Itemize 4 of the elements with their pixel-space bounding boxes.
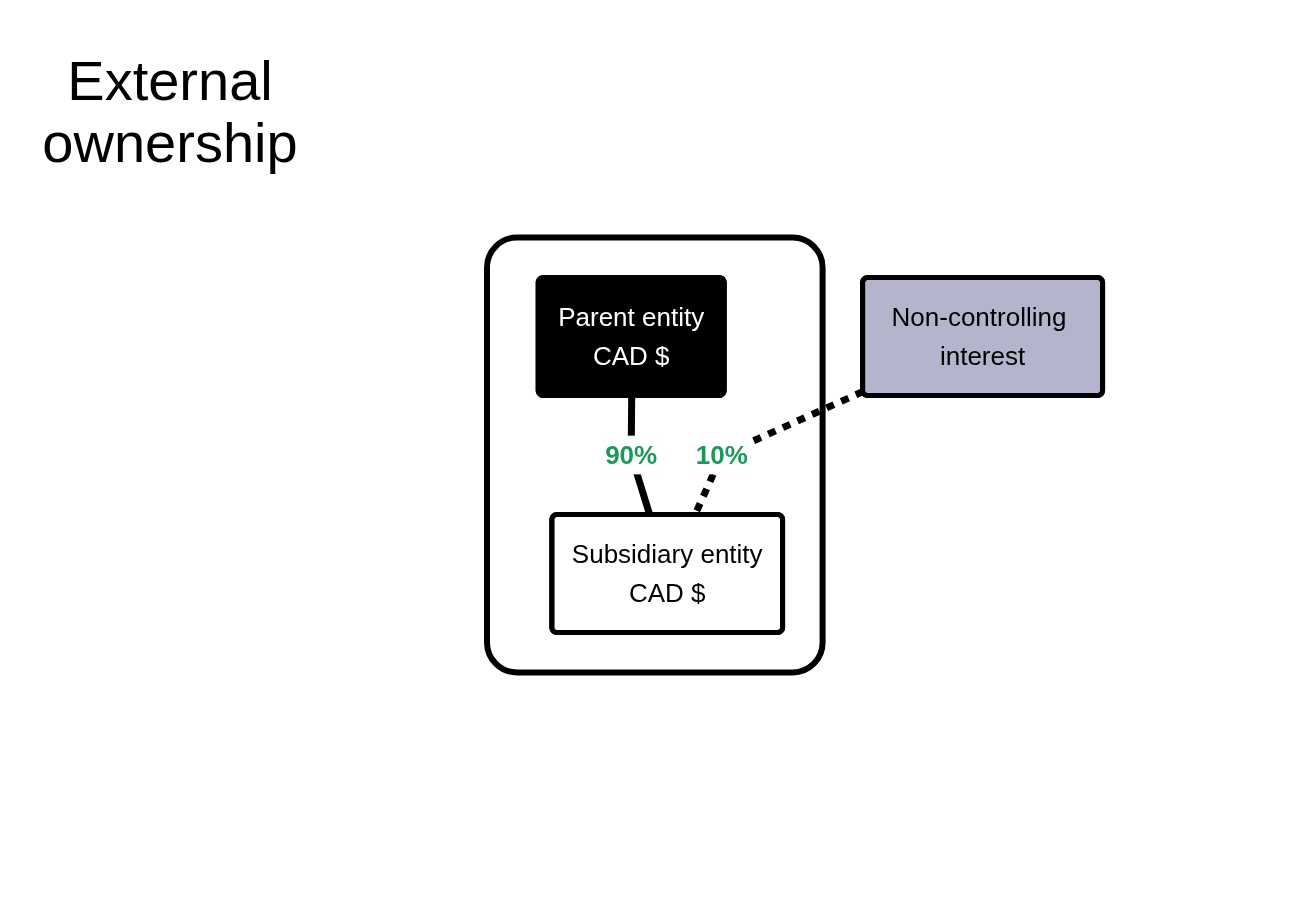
edge-label: 10% [696, 439, 749, 470]
edge-label: 90% [605, 439, 658, 470]
cluster [484, 234, 826, 676]
heading-text: External ownership [41, 50, 299, 174]
